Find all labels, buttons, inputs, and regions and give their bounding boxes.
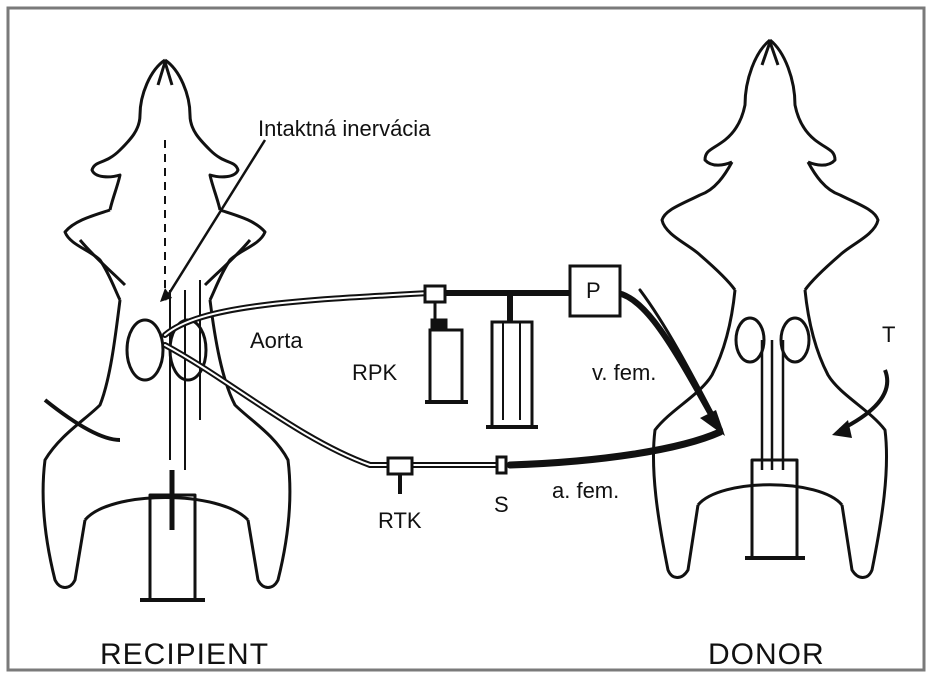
label-pump: P: [586, 278, 601, 303]
reservoir-column: [486, 322, 538, 427]
donor-rat: [653, 40, 886, 578]
label-rpk: RPK: [352, 360, 398, 385]
label-rtk: RTK: [378, 508, 422, 533]
label-v-fem: v. fem.: [592, 360, 656, 385]
label-a-fem: a. fem.: [552, 478, 619, 503]
s-clamp: [497, 457, 506, 473]
rtk-assembly: [388, 458, 412, 494]
label-donor: DONOR: [708, 638, 825, 671]
label-innervation: Intaktná inervácia: [258, 116, 431, 141]
label-recipient: RECIPIENT: [100, 638, 269, 671]
rpk-assembly: [425, 286, 468, 402]
t-arrow-head: [832, 420, 852, 438]
figure-frame: [8, 8, 924, 670]
label-s: S: [494, 492, 509, 517]
label-aorta: Aorta: [250, 328, 303, 353]
label-t: T: [882, 322, 895, 347]
